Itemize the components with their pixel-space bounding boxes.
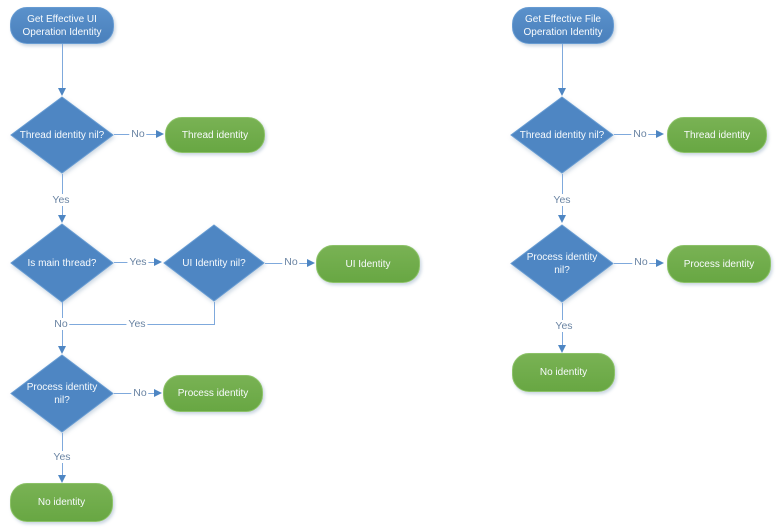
arrowhead-down-icon xyxy=(58,475,66,483)
edge-label-ui-thread-yes: Yes xyxy=(50,194,72,206)
decision-ui-process-identity-nil: Process identity nil? xyxy=(10,354,114,433)
diamond-shape xyxy=(10,96,114,174)
edge-label-ui-uinil-no: No xyxy=(282,256,300,268)
decision-file-process-identity-nil: Process identity nil? xyxy=(510,224,614,303)
start-node-file: Get Effective File Operation Identity xyxy=(512,7,614,44)
edge-label-ui-merge-no: No xyxy=(52,318,70,330)
start-node-file-label: Get Effective File Operation Identity xyxy=(523,13,603,38)
arrowhead-right-icon xyxy=(656,259,664,267)
start-node-ui: Get Effective UI Operation Identity xyxy=(10,7,114,44)
terminal-ui-no-identity: No identity xyxy=(10,483,113,522)
terminal-file-no-identity: No identity xyxy=(512,353,615,392)
edge-label-ui-process-yes: Yes xyxy=(51,451,73,463)
diamond-shape xyxy=(10,354,114,433)
diamond-shape xyxy=(163,224,265,302)
terminal-ui-no-identity-label: No identity xyxy=(37,497,86,508)
edge-label-ui-thread-no: No xyxy=(129,128,147,140)
decision-ui-thread-identity-nil-label: Thread identity nil? xyxy=(19,129,105,141)
terminal-ui-process-identity-label: Process identity xyxy=(177,388,249,399)
arrowhead-down-icon xyxy=(58,88,66,96)
decision-ui-identity-nil: UI Identity nil? xyxy=(163,224,265,302)
decision-file-thread-identity-nil: Thread identity nil? xyxy=(510,96,614,174)
arrowhead-down-icon xyxy=(558,88,566,96)
terminal-ui-identity: UI Identity xyxy=(316,245,420,283)
terminal-file-no-identity-label: No identity xyxy=(539,367,588,378)
decision-file-thread-identity-nil-label: Thread identity nil? xyxy=(519,129,605,141)
diamond-shape xyxy=(510,96,614,174)
arrowhead-down-icon xyxy=(558,345,566,353)
decision-ui-identity-nil-label: UI Identity nil? xyxy=(182,257,246,269)
terminal-file-process-identity: Process identity xyxy=(667,245,771,283)
edge-label-file-thread-yes: Yes xyxy=(551,194,573,206)
arrowhead-down-icon xyxy=(58,215,66,223)
edge-label-file-thread-no: No xyxy=(631,128,649,140)
edge-label-ui-merge-yes: Yes xyxy=(126,318,148,330)
edge-label-file-process-no: No xyxy=(632,256,650,268)
arrowhead-right-icon xyxy=(656,130,664,138)
arrowhead-down-icon xyxy=(558,215,566,223)
edge-label-file-process-yes: Yes xyxy=(553,320,575,332)
terminal-ui-thread-identity: Thread identity xyxy=(165,117,265,153)
arrowhead-right-icon xyxy=(307,259,315,267)
edge-label-ui-main-yes: Yes xyxy=(127,256,149,268)
connector-file-start-to-thread xyxy=(562,44,563,89)
decision-ui-thread-identity-nil: Thread identity nil? xyxy=(10,96,114,174)
connector-ui-uinil-yes-vertical xyxy=(214,302,215,325)
start-node-ui-label: Get Effective UI Operation Identity xyxy=(22,13,102,38)
decision-file-process-identity-nil-label: Process identity nil? xyxy=(526,251,598,276)
terminal-file-thread-identity: Thread identity xyxy=(667,117,767,153)
decision-ui-process-identity-nil-label: Process identity nil? xyxy=(26,381,98,406)
terminal-ui-identity-label: UI Identity xyxy=(345,258,391,270)
diamond-shape xyxy=(510,224,614,303)
terminal-file-process-identity-label: Process identity xyxy=(683,258,755,270)
terminal-file-thread-identity-label: Thread identity xyxy=(683,129,751,141)
arrowhead-right-icon xyxy=(156,130,164,138)
arrowhead-right-icon xyxy=(154,258,162,266)
arrowhead-down-icon xyxy=(58,346,66,354)
arrowhead-right-icon xyxy=(154,389,162,397)
edge-label-ui-process-no: No xyxy=(131,387,149,399)
terminal-ui-process-identity: Process identity xyxy=(163,375,263,412)
decision-ui-is-main-thread: Is main thread? xyxy=(10,223,114,303)
terminal-ui-thread-identity-label: Thread identity xyxy=(181,129,249,141)
decision-ui-is-main-thread-label: Is main thread? xyxy=(27,257,97,269)
connector-ui-start-to-thread xyxy=(62,44,63,89)
